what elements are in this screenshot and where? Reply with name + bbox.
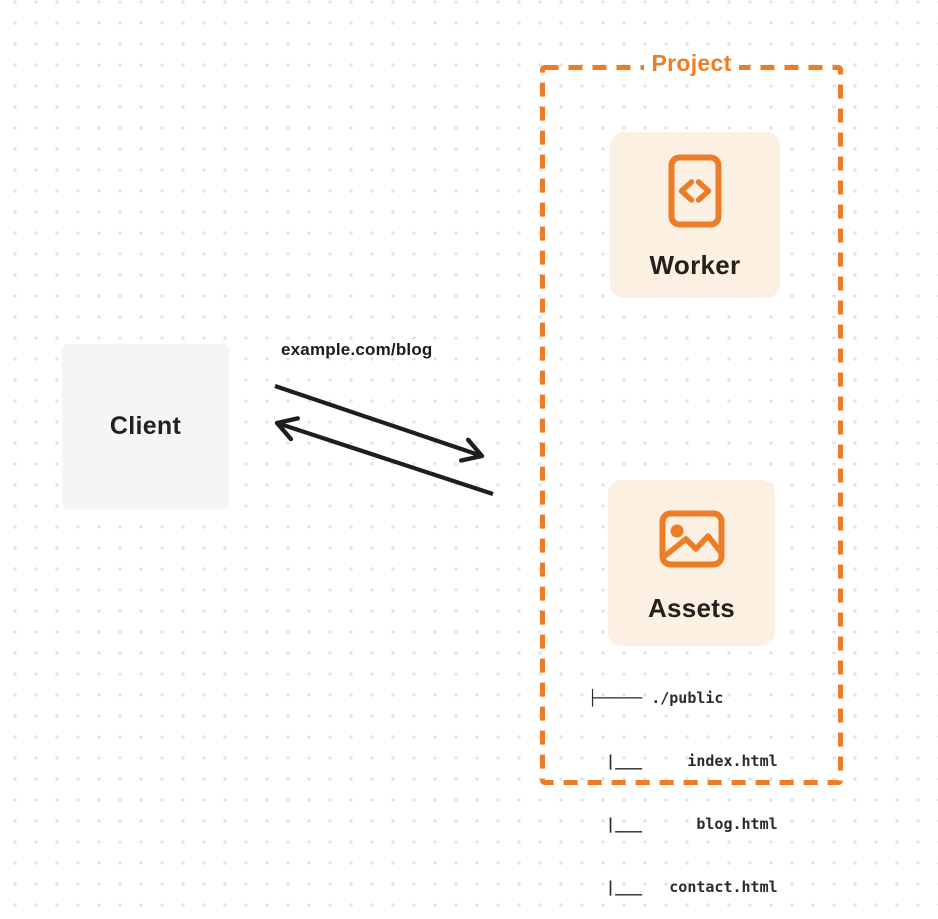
file-tree-root: ├───── ./public [588, 689, 724, 707]
response-arrow [274, 416, 494, 496]
project-title-wrap: Project [540, 50, 843, 77]
file-tree-item-index: |___ index.html [588, 752, 778, 770]
file-tree-item-blog: |___ blog.html [588, 815, 778, 833]
client-box: Client [62, 344, 229, 509]
request-arrow [274, 384, 485, 463]
file-tree-item-contact: |___ contact.html [588, 878, 778, 896]
assets-file-tree: ├───── ./public |___ index.html |___ blo… [588, 646, 778, 919]
project-title: Project [644, 50, 739, 77]
worker-card: Worker [610, 132, 780, 298]
image-icon [659, 510, 725, 573]
client-label: Client [109, 412, 182, 440]
code-file-icon [668, 154, 722, 233]
assets-card: Assets [608, 480, 775, 646]
request-url-label: example.com/blog [281, 340, 433, 359]
worker-label: Worker [649, 250, 741, 280]
assets-label: Assets [647, 593, 736, 623]
